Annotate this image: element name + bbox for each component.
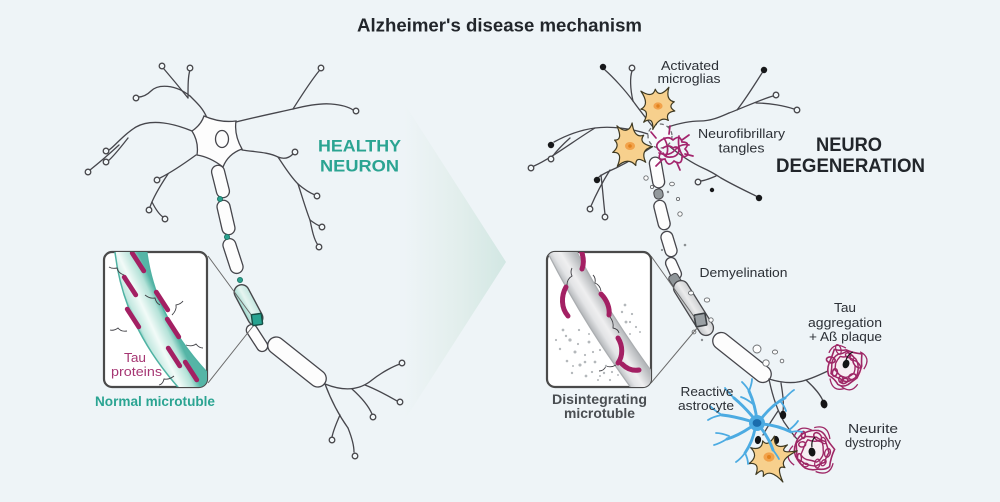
svg-text:+ Aß plaque: + Aß plaque (809, 330, 882, 344)
svg-text:microglias: microglias (658, 72, 721, 86)
svg-text:astrocyte: astrocyte (678, 399, 734, 413)
svg-text:aggregation: aggregation (808, 316, 882, 330)
svg-text:Neurite: Neurite (848, 422, 898, 436)
svg-text:Normal microtuble: Normal microtuble (95, 394, 215, 409)
svg-text:microtuble: microtuble (564, 406, 635, 421)
svg-text:Disintegrating: Disintegrating (552, 392, 647, 407)
svg-text:tangles: tangles (719, 142, 765, 156)
svg-text:dystrophy: dystrophy (845, 436, 902, 450)
svg-text:Reactive: Reactive (681, 385, 734, 399)
svg-text:DEGENERATION: DEGENERATION (776, 156, 925, 177)
svg-text:Neurofibrillary: Neurofibrillary (698, 127, 786, 141)
svg-text:NEURO: NEURO (816, 135, 882, 156)
svg-text:Activated: Activated (661, 59, 719, 73)
svg-text:HEALTHY: HEALTHY (318, 137, 402, 156)
svg-text:Tau: Tau (124, 351, 146, 365)
svg-text:Alzheimer's disease mechanism: Alzheimer's disease mechanism (357, 15, 642, 36)
svg-text:proteins: proteins (111, 365, 162, 379)
svg-text:Demyelination: Demyelination (700, 266, 788, 280)
svg-text:NEURON: NEURON (320, 157, 399, 176)
svg-text:Tau: Tau (834, 301, 856, 315)
